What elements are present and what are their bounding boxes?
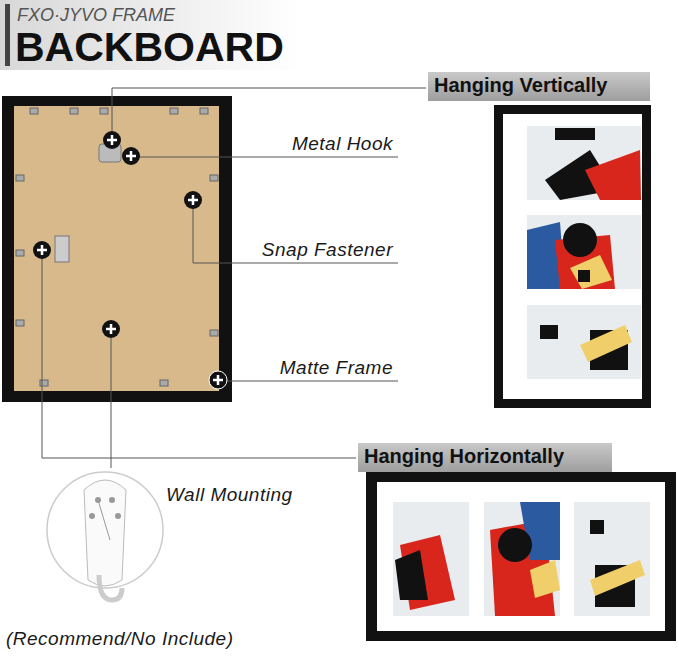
clip: [16, 320, 24, 326]
wall-hook: [47, 472, 163, 600]
clips: [16, 108, 218, 386]
note-label: (Recommend/No Include): [6, 628, 233, 650]
title: BACKBOARD: [15, 24, 284, 71]
vertical-pictures: [527, 126, 641, 379]
clip: [30, 108, 38, 114]
band-text: Hanging Horizontally: [364, 445, 564, 467]
clip: [70, 108, 78, 114]
leader-lines: [42, 88, 426, 468]
band-text: Hanging Vertically: [434, 74, 607, 96]
header-band: Hanging Vertically: [428, 72, 650, 101]
brand-label: FXO·JYVO FRAME: [17, 5, 175, 26]
callout-label: Metal Hook: [292, 133, 393, 155]
horizontal-frame: [366, 472, 676, 641]
header-band: Hanging Horizontally: [358, 443, 612, 472]
header-accent: [5, 4, 10, 66]
callout-label: Matte Frame: [280, 357, 393, 379]
callout-label: Wall Mounting: [166, 484, 293, 506]
header-bar: [0, 0, 300, 70]
frame-border: [2, 96, 232, 402]
clip: [200, 108, 208, 114]
clip: [210, 175, 218, 181]
callout-label: Snap Fastener: [262, 239, 393, 261]
clip: [16, 175, 24, 181]
kraft-backboard: [14, 106, 219, 391]
horizontal-pictures: [393, 502, 650, 616]
plus-markers: [33, 131, 227, 389]
clip: [160, 380, 168, 386]
clip: [100, 108, 108, 114]
clip: [16, 250, 24, 256]
vertical-frame: [494, 105, 651, 408]
clip: [40, 380, 48, 386]
snap-fastener: [55, 236, 69, 262]
clip: [170, 108, 178, 114]
clip: [210, 330, 218, 336]
